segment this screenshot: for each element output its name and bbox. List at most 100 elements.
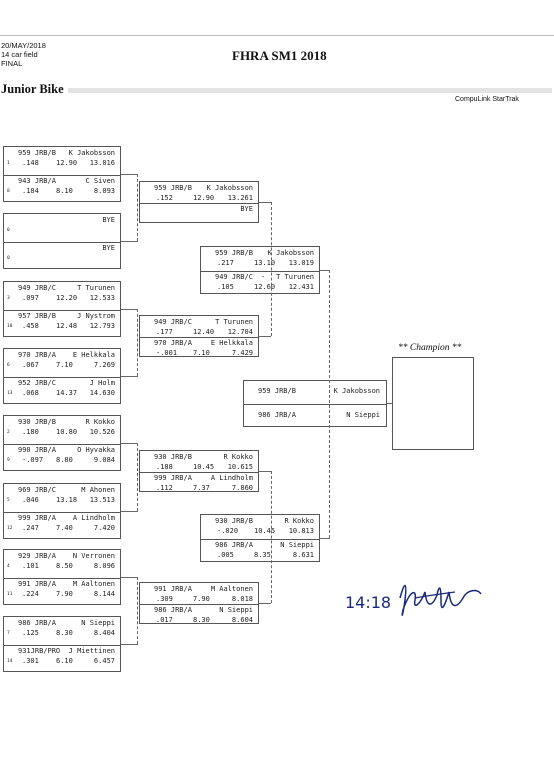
racer-name: A Lindholm bbox=[72, 514, 115, 522]
dial-in: 7.90 bbox=[193, 595, 210, 603]
reaction-time: .068 bbox=[22, 389, 39, 397]
seed-number: 12 bbox=[7, 526, 13, 531]
car-class: 991 JRB/A bbox=[154, 585, 192, 593]
dial-in: 7.10 bbox=[56, 361, 73, 369]
racer-name: J Nystrom bbox=[77, 312, 115, 320]
racer-name: M Aaltonen bbox=[72, 580, 115, 588]
reaction-time: .046 bbox=[22, 496, 39, 504]
car-class: 999 JRB/A bbox=[18, 514, 56, 522]
seed-number: 7 bbox=[7, 631, 10, 636]
elapsed-time: 8.096 bbox=[93, 562, 115, 570]
elapsed-time: 8.018 bbox=[231, 595, 253, 603]
connector-dash bbox=[137, 577, 138, 644]
reaction-time: .180 bbox=[22, 428, 39, 436]
racer-name: R Kokko bbox=[223, 453, 253, 461]
reaction-time: .101 bbox=[22, 562, 39, 570]
racer-name: N Sieppi bbox=[219, 606, 253, 614]
match-divider bbox=[140, 203, 258, 204]
car-class: 949 JRB/C bbox=[18, 284, 56, 292]
dial-in: 6.10 bbox=[56, 657, 73, 665]
connector-dash bbox=[137, 443, 138, 511]
car-class: 986 JRB/A bbox=[258, 411, 296, 419]
reaction-time: .067 bbox=[22, 361, 39, 369]
connector-line bbox=[121, 443, 137, 444]
seed-number: 6 bbox=[7, 363, 10, 368]
match-divider bbox=[4, 578, 120, 579]
dial-in: 8.80 bbox=[56, 456, 73, 464]
racer-name: C Siven bbox=[85, 177, 115, 185]
reaction-time: .224 bbox=[22, 590, 39, 598]
racer-name: J Holm bbox=[89, 379, 115, 387]
reaction-time: .112 bbox=[156, 484, 173, 492]
connector-line bbox=[130, 376, 138, 377]
racer-name: R Kokko bbox=[284, 517, 314, 525]
car-class: 943 JRB/A bbox=[18, 177, 56, 185]
elapsed-time: 7.269 bbox=[93, 361, 115, 369]
seed-number: 4 bbox=[7, 564, 10, 569]
connector-dash bbox=[137, 309, 138, 376]
elapsed-time: 8.144 bbox=[93, 590, 115, 598]
match-divider bbox=[201, 539, 319, 540]
racer-name: BYE bbox=[102, 216, 115, 224]
connector-line bbox=[130, 443, 138, 444]
reaction-time: .301 bbox=[22, 657, 39, 665]
dial-in: 10.45 bbox=[193, 463, 215, 471]
dial-in: 7.40 bbox=[56, 524, 73, 532]
car-class: 930 JRB/B bbox=[215, 517, 253, 525]
elapsed-time: 12.431 bbox=[288, 283, 314, 291]
car-class: 959 JRB/B bbox=[258, 387, 296, 395]
elapsed-time: 6.457 bbox=[93, 657, 115, 665]
connector-line bbox=[259, 336, 271, 337]
car-class: 930 JRB/B bbox=[154, 453, 192, 461]
car-class: 986 JRB/A bbox=[215, 541, 253, 549]
connector-line bbox=[130, 577, 138, 578]
reaction-time: .309 bbox=[156, 595, 173, 603]
racer-name: T Turunen bbox=[77, 284, 115, 292]
racer-name: K Jakobsson bbox=[68, 149, 115, 157]
dial-in: 7.90 bbox=[56, 590, 73, 598]
connector-line bbox=[130, 511, 138, 512]
match-divider bbox=[4, 310, 120, 311]
racer-name: T Turunen bbox=[215, 318, 253, 326]
dotted-rule bbox=[68, 88, 552, 93]
seed-number: 0 bbox=[7, 228, 10, 233]
connector-line bbox=[320, 270, 330, 271]
dial-in: 12.90 bbox=[56, 159, 78, 167]
reaction-time: .148 bbox=[22, 159, 39, 167]
racer-name: E Helkkala bbox=[210, 339, 253, 347]
seed-number: 5 bbox=[7, 498, 10, 503]
reaction-time: .217 bbox=[217, 259, 234, 267]
dial-in: 8.10 bbox=[56, 187, 73, 195]
dial-in: 12.40 bbox=[193, 328, 215, 336]
car-class: 986 JRB/A bbox=[18, 619, 56, 627]
dial-in: 12.90 bbox=[193, 194, 215, 202]
connector-line bbox=[121, 174, 137, 175]
field-size: 14 car field bbox=[1, 50, 38, 59]
car-class: 931JRB/PRO bbox=[18, 647, 61, 655]
dial-in: 10.45 bbox=[254, 527, 276, 535]
reaction-time: -.097 bbox=[22, 456, 44, 464]
elapsed-time: 8.631 bbox=[292, 551, 314, 559]
dial-in: 12.60 bbox=[254, 283, 276, 291]
reaction-time: .005 bbox=[217, 551, 234, 559]
elapsed-time: 13.261 bbox=[227, 194, 253, 202]
car-class: 970 JRB/A bbox=[18, 351, 56, 359]
dial-in: 8.50 bbox=[56, 562, 73, 570]
connector-line bbox=[259, 603, 271, 604]
seed-number: 0 bbox=[7, 256, 10, 261]
connector-dash bbox=[137, 174, 138, 241]
racer-name: N Verronen bbox=[72, 552, 115, 560]
match-divider bbox=[140, 337, 258, 338]
racer-name: N Sieppi bbox=[81, 619, 115, 627]
champion-box bbox=[392, 357, 474, 450]
reaction-time: .247 bbox=[22, 524, 39, 532]
seed-number: 13 bbox=[7, 391, 13, 396]
